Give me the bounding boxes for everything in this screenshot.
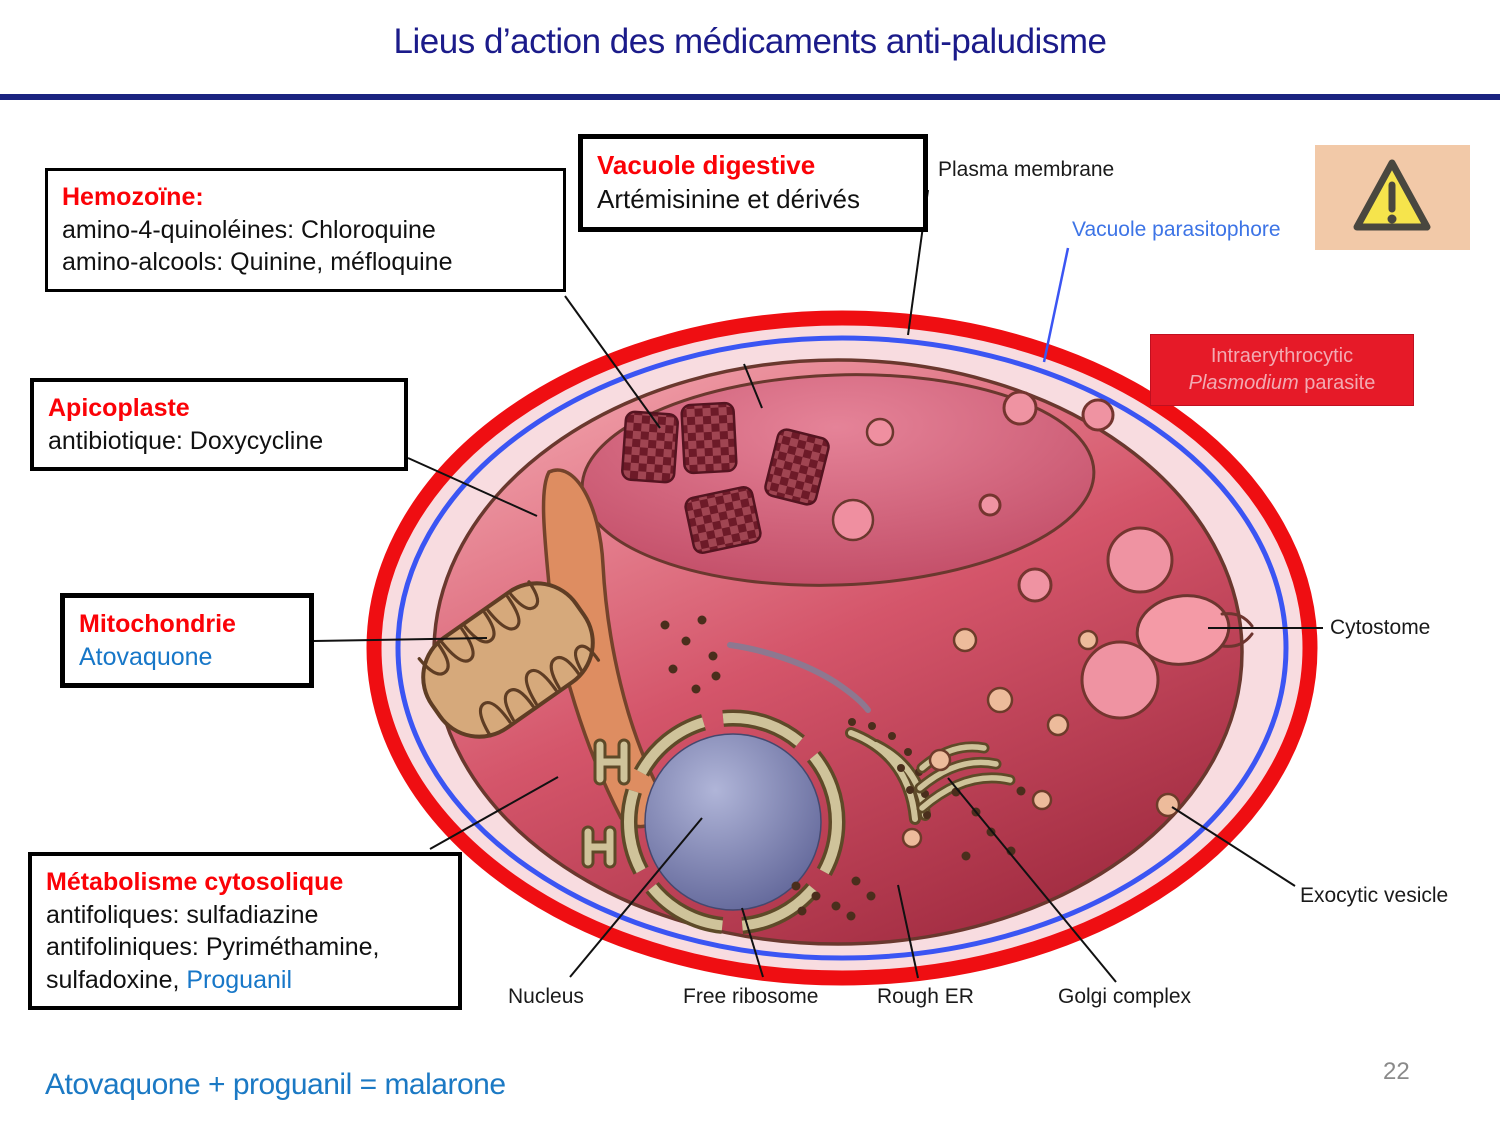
golgi-pointer-line	[947, 777, 1117, 983]
vacuole-digestive-title: Vacuole digestive	[597, 150, 816, 180]
vacuole-vesicle	[831, 498, 875, 542]
mitochondrie-title: Mitochondrie	[79, 610, 236, 638]
apicoplaste-pointer-line	[407, 457, 538, 517]
exocytic-vesicle-pointer-line	[1171, 806, 1296, 887]
tubular-organelle	[727, 642, 871, 713]
cytoplasmic-vesicles	[901, 390, 1174, 849]
plasma-membrane-label: Plasma membrane	[938, 158, 1115, 181]
hemozoine-line1: amino-4-quinoléines: Chloroquine	[62, 215, 436, 244]
apicoplaste-line1: antibiotique: Doxycycline	[48, 426, 324, 455]
rough-er-label: Rough ER	[877, 985, 974, 1008]
vacuole-vesicle	[865, 417, 895, 447]
parasite-tag-line1: Intraerythrocytic	[1210, 345, 1354, 367]
warning-icon	[1353, 159, 1431, 231]
apicoplaste-annotation-box: Apicoplaste antibiotique: Doxycycline	[30, 378, 408, 471]
hemozoine-pointer-line	[564, 295, 661, 429]
mitochondrie-annotation-box: Mitochondrie Atovaquone	[60, 593, 314, 688]
metabolisme-annotation-box: Métabolisme cytosolique antifoliques: su…	[28, 852, 462, 1010]
mitochondrie-drug: Atovaquone	[79, 642, 213, 671]
hemozoin-crystals	[621, 401, 830, 555]
mitochondrie-pointer-line	[313, 637, 488, 642]
vacuole-parasitophore-pointer-line	[1042, 247, 1070, 363]
cytostome-label: Cytostome	[1330, 616, 1431, 639]
warning-plaque	[1315, 145, 1470, 250]
mitochondrion-organelle	[417, 580, 601, 739]
metabolisme-line2: antifoliniques: Pyriméthamine,	[46, 933, 380, 961]
hemozoine-annotation-box: Hemozoïne: amino-4-quinoléines: Chloroqu…	[45, 168, 566, 292]
vacuole-parasitophore-label: Vacuole parasitophore	[1072, 218, 1281, 241]
metabolisme-line3-blue: Proguanil	[186, 965, 293, 994]
metabolisme-line3-black: sulfadoxine,	[46, 965, 187, 994]
slide-title: Lieus d’action des médicaments anti-palu…	[393, 22, 1107, 61]
pointer-lines	[313, 189, 1323, 983]
nucleus-organelle	[620, 709, 846, 935]
free-ribosome-pointer-line	[741, 907, 764, 978]
exocytic-vesicle-label: Exocytic vesicle	[1300, 884, 1449, 907]
parasite-tag-line2: Plasmodium parasite	[1151, 370, 1413, 397]
apicoplaste-title: Apicoplaste	[48, 394, 190, 422]
nucleus-pointer-line	[569, 817, 703, 978]
vacuole-digestive-annotation-box: Vacuole digestive Artémisinine et dérivé…	[578, 134, 928, 232]
hemozoine-line2: amino-alcools: Quinine, méfloquine	[62, 248, 453, 276]
parasitophorous-vacuole-membrane	[395, 335, 1289, 961]
cytostome-structure	[1135, 594, 1254, 666]
metabolisme-title: Métabolisme cytosolique	[46, 868, 344, 896]
hemozoine-title: Hemozoïne:	[62, 183, 204, 211]
metabolisme-line1: antifoliques: sulfadiazine	[46, 900, 319, 929]
title-divider	[0, 94, 1500, 100]
endoplasmic-reticulum-fragments	[581, 738, 631, 869]
parasite-tag-italic: Plasmodium	[1188, 372, 1299, 394]
vacuole-digestive-pointer-line	[743, 363, 763, 409]
footer-note: Atovaquone + proguanil = malarone	[45, 1068, 506, 1101]
exocytic-vesicle-shape	[1155, 792, 1181, 818]
golgi-organelle	[914, 741, 1016, 814]
metabolisme-pointer-line	[429, 776, 559, 850]
metabolisme-line3: sulfadoxine, Proguanil	[46, 964, 444, 997]
free-ribosomes	[660, 615, 1026, 921]
free-ribosome-label: Free ribosome	[683, 985, 819, 1008]
golgi-complex-label: Golgi complex	[1058, 985, 1192, 1008]
page-number: 22	[1383, 1058, 1410, 1085]
nucleus-label: Nucleus	[508, 985, 584, 1008]
mitochondrion-cristae	[417, 580, 601, 738]
parasite-tag-rest: parasite	[1298, 372, 1376, 394]
rough-er-pointer-line	[897, 884, 919, 979]
intraerythrocytic-parasite-tag: Intraerythrocytic Plasmodium parasite	[1150, 334, 1414, 406]
vacuole-digestive-line1: Artémisinine et dérivés	[597, 183, 860, 214]
